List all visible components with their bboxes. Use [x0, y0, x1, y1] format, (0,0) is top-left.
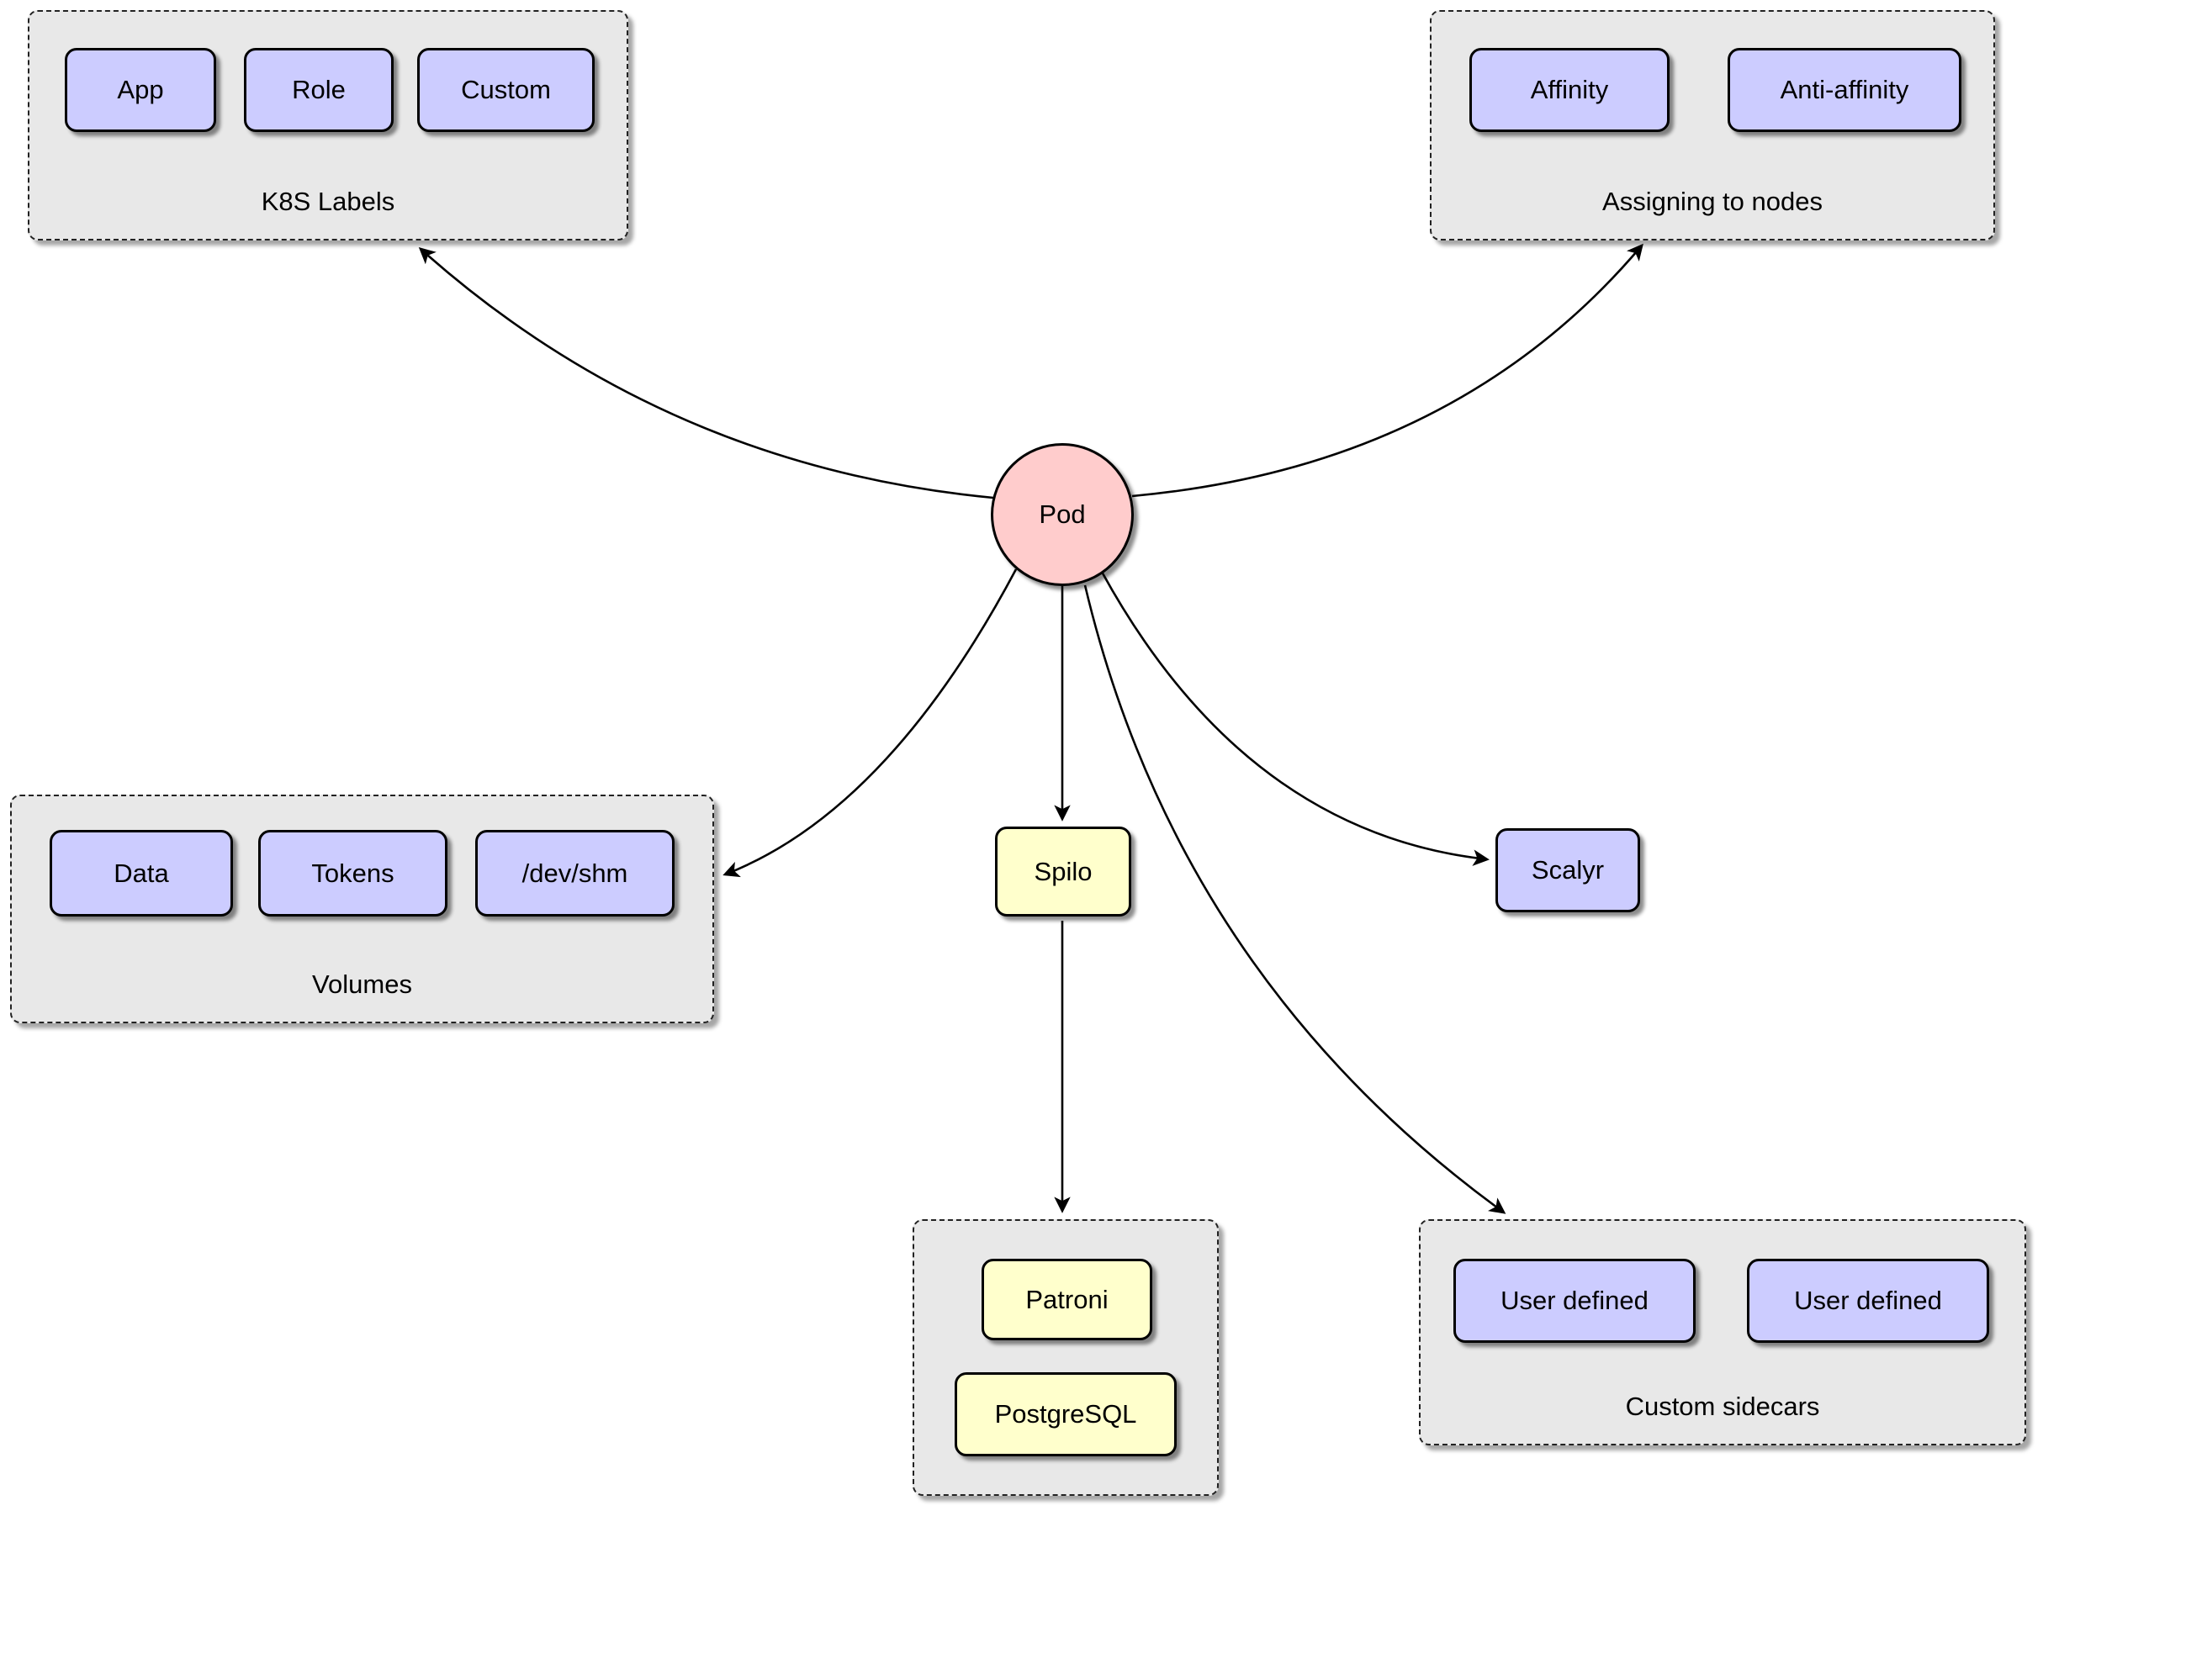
node-user-defined-1: User defined: [1453, 1259, 1696, 1343]
group-k8s-labels: App Role Custom K8S Labels: [28, 10, 628, 240]
node-affinity: Affinity: [1469, 48, 1670, 132]
arrow-pod-to-scalyr: [1100, 571, 1490, 866]
group-k8s-labels-title: K8S Labels: [261, 187, 395, 216]
group-volumes: Data Tokens /dev/shm Volumes: [10, 795, 714, 1023]
arrow-pod-to-volumes: [722, 568, 1018, 878]
node-anti-affinity: Anti-affinity: [1728, 48, 1961, 132]
node-dev-shm: /dev/shm: [475, 830, 675, 917]
node-postgresql: PostgreSQL: [955, 1372, 1177, 1456]
node-user-defined-2: User defined: [1747, 1259, 1989, 1343]
node-scalyr: Scalyr: [1495, 828, 1640, 912]
node-data: Data: [50, 830, 233, 917]
node-patroni: Patroni: [982, 1259, 1152, 1340]
node-spilo: Spilo: [995, 827, 1131, 917]
node-pod: Pod: [991, 443, 1134, 586]
group-assigning-to-nodes: Affinity Anti-affinity Assigning to node…: [1430, 10, 1995, 240]
arrow-pod-to-k8s-labels: [418, 247, 994, 499]
node-tokens: Tokens: [258, 830, 447, 917]
node-app: App: [65, 48, 216, 132]
arrow-pod-to-custom-sidecars: [1083, 584, 1506, 1214]
group-custom-sidecars-title: Custom sidecars: [1625, 1392, 1820, 1421]
group-volumes-title: Volumes: [312, 969, 412, 999]
group-assigning-to-nodes-title: Assigning to nodes: [1602, 187, 1823, 216]
node-role: Role: [244, 48, 394, 132]
arrow-pod-to-assigning: [1131, 243, 1643, 498]
node-custom: Custom: [417, 48, 595, 132]
group-custom-sidecars: User defined User defined Custom sidecar…: [1419, 1219, 2026, 1445]
group-spilo-containers: Patroni PostgreSQL: [913, 1219, 1219, 1496]
